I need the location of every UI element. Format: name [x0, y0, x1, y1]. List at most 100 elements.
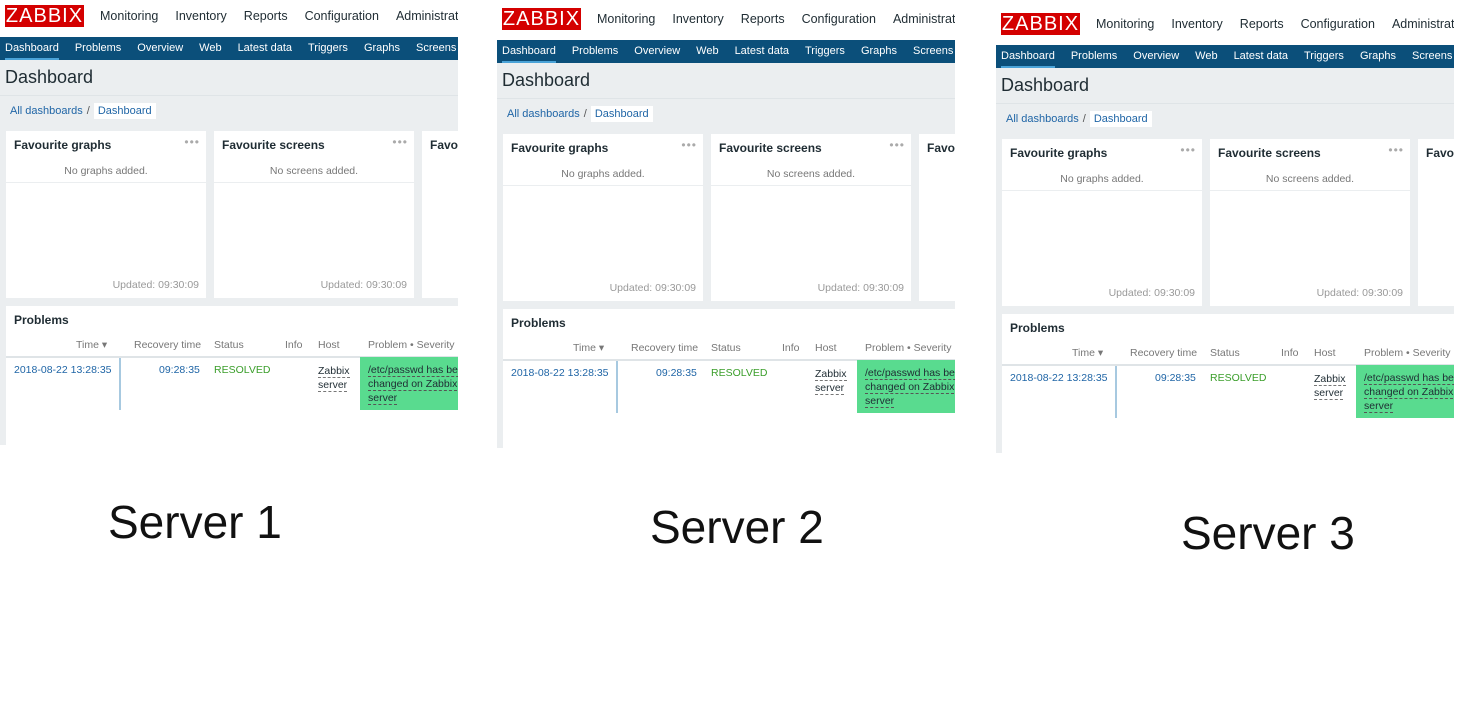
submenu-problems[interactable]: Problems — [571, 45, 619, 57]
col-problem-severity: Problem • Severity — [368, 339, 455, 351]
submenu-screens[interactable]: Screens — [416, 42, 457, 54]
submenu-overview[interactable]: Overview — [634, 45, 681, 57]
col-status: Status — [1210, 347, 1240, 359]
widget-favourite-maps: Favo — [422, 131, 458, 298]
submenu-screens[interactable]: Screens — [913, 45, 954, 57]
problem-line: server — [865, 395, 895, 408]
col-time[interactable]: Time ▾ — [1072, 347, 1104, 359]
zabbix-logo[interactable]: ZABBIX — [5, 5, 84, 27]
submenu-graphs[interactable]: Graphs — [860, 45, 898, 57]
submenu-latest-data[interactable]: Latest data — [734, 45, 789, 57]
submenu-graphs[interactable]: Graphs — [1359, 50, 1397, 62]
submenu-overview[interactable]: Overview — [137, 42, 184, 54]
widget-updated: Updated: 09:30:09 — [817, 282, 904, 294]
widget-menu-icon[interactable]: ••• — [681, 138, 697, 152]
menu-administration[interactable]: Administration — [1391, 17, 1454, 31]
widget-title: Favourite screens — [222, 138, 325, 152]
col-time[interactable]: Time ▾ — [76, 339, 108, 351]
submenu-dashboard[interactable]: Dashboard — [5, 37, 59, 60]
problem-time[interactable]: 2018-08-22 13:28:35 — [14, 364, 112, 376]
col-host: Host — [318, 339, 340, 351]
submenu-dashboard[interactable]: Dashboard — [1001, 45, 1055, 68]
submenu-web[interactable]: Web — [1195, 50, 1218, 62]
menu-administration[interactable]: Administration — [395, 9, 458, 23]
breadcrumb-separator: / — [86, 105, 90, 117]
submenu-triggers[interactable]: Triggers — [308, 42, 348, 54]
submenu-triggers[interactable]: Triggers — [805, 45, 845, 57]
widget-title: Favourite screens — [719, 141, 822, 155]
widget-title: Favo — [927, 141, 955, 155]
menu-inventory[interactable]: Inventory — [1171, 17, 1223, 31]
menu-inventory[interactable]: Inventory — [672, 12, 724, 26]
submenu-problems[interactable]: Problems — [1070, 50, 1118, 62]
col-info: Info — [782, 342, 800, 354]
submenu-latest-data[interactable]: Latest data — [1233, 50, 1288, 62]
breadcrumb-all-dashboards[interactable]: All dashboards — [507, 108, 580, 120]
widget-menu-icon[interactable]: ••• — [1388, 143, 1404, 157]
submenu-web[interactable]: Web — [199, 42, 222, 54]
col-status: Status — [711, 342, 741, 354]
breadcrumb-current[interactable]: Dashboard — [1089, 111, 1152, 127]
menu-monitoring[interactable]: Monitoring — [100, 9, 159, 43]
host-line: server — [1314, 387, 1344, 400]
breadcrumb-all-dashboards[interactable]: All dashboards — [1006, 113, 1079, 125]
menu-reports[interactable]: Reports — [243, 9, 288, 23]
problem-time[interactable]: 2018-08-22 13:28:35 — [1010, 372, 1108, 384]
divider — [1002, 364, 1454, 366]
widget-empty-text: No screens added. — [766, 168, 856, 180]
widget-empty-text: No graphs added. — [1060, 173, 1144, 185]
widget-menu-icon[interactable]: ••• — [184, 135, 200, 149]
widget-empty-text: No graphs added. — [64, 165, 148, 177]
problem-time[interactable]: 2018-08-22 13:28:35 — [511, 367, 609, 379]
submenu-screens[interactable]: Screens — [1412, 50, 1453, 62]
widget-menu-icon[interactable]: ••• — [392, 135, 408, 149]
main-menu: Monitoring Inventory Reports Configurati… — [597, 12, 955, 46]
menu-configuration[interactable]: Configuration — [304, 9, 379, 23]
sub-menu: Dashboard Problems Overview Web Latest d… — [497, 40, 955, 63]
menu-monitoring[interactable]: Monitoring — [1096, 17, 1155, 51]
widget-problems: Problems Time ▾ Recovery time Status Inf… — [6, 306, 458, 445]
page-title: Dashboard — [5, 67, 94, 87]
menu-monitoring[interactable]: Monitoring — [597, 12, 656, 46]
menu-reports[interactable]: Reports — [740, 12, 785, 26]
timeline-bar — [1115, 366, 1117, 418]
widget-menu-icon[interactable]: ••• — [889, 138, 905, 152]
divider — [214, 182, 414, 183]
submenu-triggers[interactable]: Triggers — [1304, 50, 1344, 62]
top-bar: ZABBIX Monitoring Inventory Reports Conf… — [497, 3, 955, 46]
submenu-graphs[interactable]: Graphs — [363, 42, 401, 54]
menu-configuration[interactable]: Configuration — [801, 12, 876, 26]
zabbix-logo[interactable]: ZABBIX — [1001, 13, 1080, 35]
host-line: server — [318, 379, 348, 392]
breadcrumb-current[interactable]: Dashboard — [590, 106, 653, 122]
submenu-problems[interactable]: Problems — [74, 42, 122, 54]
submenu-overview[interactable]: Overview — [1133, 50, 1180, 62]
col-time[interactable]: Time ▾ — [573, 342, 605, 354]
breadcrumb-current[interactable]: Dashboard — [93, 103, 156, 119]
breadcrumb-all-dashboards[interactable]: All dashboards — [10, 105, 83, 117]
menu-reports[interactable]: Reports — [1239, 17, 1284, 31]
widget-favourite-maps: Favo — [1418, 139, 1454, 306]
divider — [503, 185, 703, 186]
col-status: Status — [214, 339, 244, 351]
divider — [711, 185, 911, 186]
problem-line: /etc/passwd has bee — [368, 364, 458, 377]
menu-configuration[interactable]: Configuration — [1300, 17, 1375, 31]
problem-line: changed on Zabbix — [1364, 386, 1454, 399]
menu-administration[interactable]: Administration — [892, 12, 955, 26]
submenu-web[interactable]: Web — [696, 45, 719, 57]
problem-status: RESOLVED — [1210, 372, 1267, 384]
submenu-dashboard[interactable]: Dashboard — [502, 40, 556, 63]
page-title: Dashboard — [502, 70, 591, 90]
widget-menu-icon[interactable]: ••• — [1180, 143, 1196, 157]
submenu-latest-data[interactable]: Latest data — [237, 42, 292, 54]
divider — [1210, 190, 1410, 191]
zabbix-logo[interactable]: ZABBIX — [502, 8, 581, 30]
menu-inventory[interactable]: Inventory — [175, 9, 227, 23]
